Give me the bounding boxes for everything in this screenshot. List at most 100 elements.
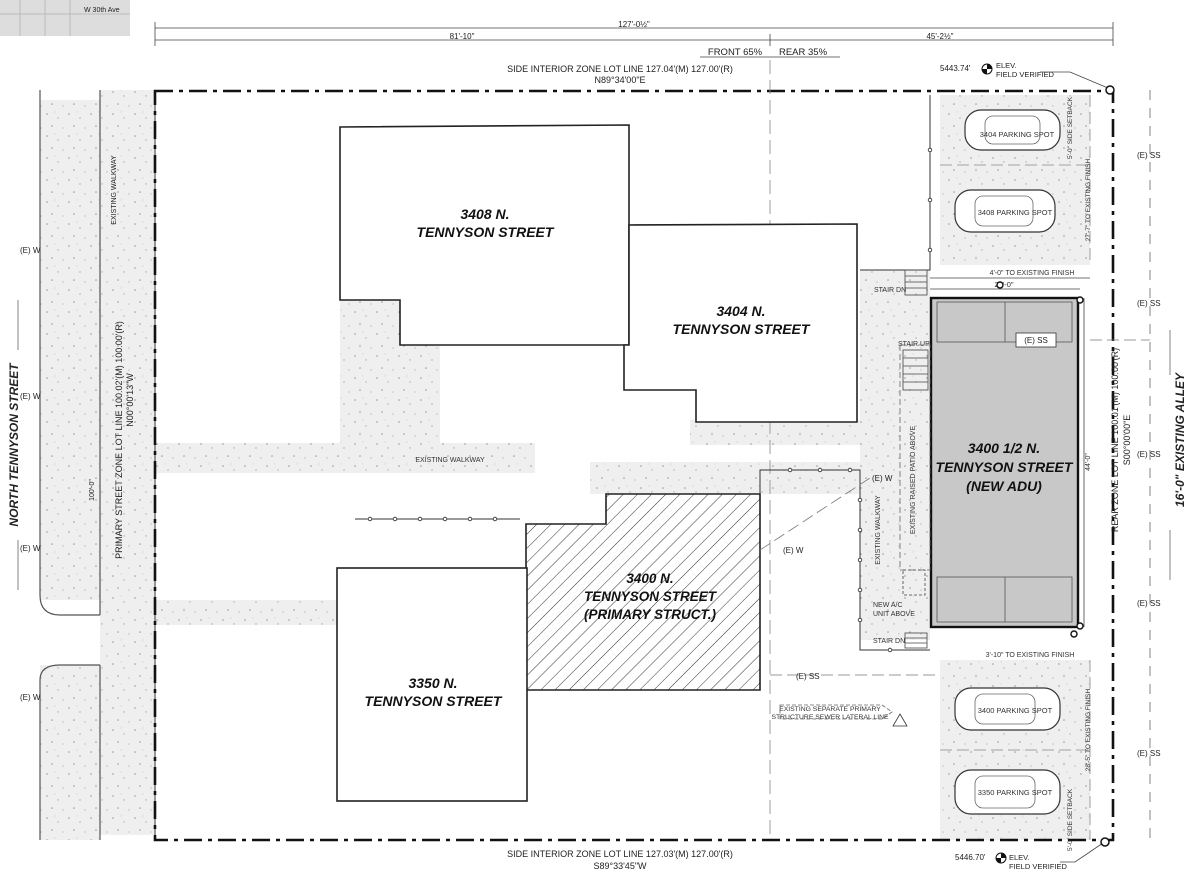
rear-percent: REAR 35% — [779, 47, 828, 58]
elev-top-value: 5443.74' — [940, 64, 971, 73]
label-3400-line1: 3400 N. — [626, 571, 673, 586]
water-label: (E) W — [20, 392, 41, 401]
car-3350 — [954, 769, 1061, 815]
front-percent: FRONT 65% — [708, 47, 763, 58]
building-3404 — [623, 223, 858, 423]
label-3408-line1: 3408 N. — [460, 206, 509, 222]
parking-3350-label: 3350 PARKING SPOT — [978, 788, 1053, 797]
label-3350-line2: TENNYSON STREET — [365, 693, 503, 709]
alley-label: 16'-0" EXISTING ALLEY — [1173, 372, 1187, 507]
car-3404 — [964, 109, 1061, 151]
setback-top: 5'-0" SIDE SETBACK — [1067, 96, 1074, 159]
parking-3404-label: 3404 PARKING SPOT — [980, 130, 1055, 139]
building-adu — [929, 296, 1080, 629]
right-alley-arrows — [1149, 90, 1171, 840]
label-3350-line1: 3350 N. — [408, 675, 457, 691]
label-3404-line2: TENNYSON STREET — [673, 321, 811, 337]
ac-label2: UNIT ABOVE — [873, 611, 915, 618]
adu-interior-lines — [936, 301, 1073, 623]
elev-top-label2: FIELD VERIFIED — [996, 70, 1055, 79]
label-adu-line3: (NEW ADU) — [966, 478, 1042, 494]
dim-adu-width: 20'-0" — [994, 280, 1013, 289]
property-line — [153, 89, 1115, 842]
sewer-callout-line2: STRUCTURE SEWER LATERAL LINE — [771, 714, 889, 721]
elevation-marker-bottom: 5446.70' ELEV. FIELD VERIFIED — [955, 837, 1110, 871]
right-lot-bearing: S00°00'00"E — [1122, 415, 1132, 466]
adu-corner-markers — [996, 281, 1084, 638]
to-finish-bottom: 3'-10" TO EXISTING FINISH — [986, 652, 1075, 659]
sewer-label: (E) SS — [1137, 749, 1161, 758]
dim-lot-depth: 100'-0" — [89, 479, 96, 501]
fence-posts — [367, 147, 933, 653]
sewer-label: (E) SS — [1137, 599, 1161, 608]
sewer-label: (E) SS — [1137, 151, 1161, 160]
label-3400-line3: (PRIMARY STRUCT.) — [584, 607, 717, 622]
right-lot-line-label: REAR ZONE LOT LINE 100.01'(M) 100.00'(R) — [1110, 348, 1120, 532]
bottom-lot-line-label: SIDE INTERIOR ZONE LOT LINE 127.03'(M) 1… — [507, 849, 733, 859]
sewer-label: (E) SS — [1137, 450, 1161, 459]
patio-label: EXISTING RAISED PATIO ABOVE — [910, 426, 917, 535]
stair-dn-top: STAIR DN — [874, 287, 906, 294]
label-3404-line1: 3404 N. — [716, 303, 765, 319]
utility-lines — [759, 339, 1150, 676]
bottom-lot-bearing: S89°33'45"W — [593, 861, 647, 871]
stair-up: STAIR UP — [898, 341, 930, 348]
car-3400 — [954, 687, 1061, 731]
top-lot-bearing: N89°34'00"E — [594, 75, 645, 85]
sewer-callout-line1: EXISTING SEPARATE PRIMARY — [779, 706, 881, 713]
sewer-label: (E) SS — [1137, 299, 1161, 308]
dim-front-depth: 81'-10" — [450, 32, 475, 41]
label-3408-line2: TENNYSON STREET — [417, 224, 555, 240]
parking-3408-label: 3408 PARKING SPOT — [978, 208, 1053, 217]
car-3408 — [954, 189, 1056, 233]
sewer-labels-right: (E) SS (E) SS (E) SS (E) SS (E) SS — [1137, 151, 1161, 758]
label-adu-line2: TENNYSON STREET — [936, 459, 1074, 475]
water-label: (E) W — [20, 544, 41, 553]
stairs-up — [902, 349, 929, 391]
warning-icon — [892, 713, 908, 727]
building-3350 — [336, 567, 528, 802]
elev-bottom-label1: ELEV. — [1009, 853, 1030, 862]
setback-bottom: 5'-0" SIDE SETBACK — [1067, 788, 1074, 851]
finish-upper: 27'-7" TO EXISTING FINISH — [1085, 158, 1092, 241]
ess-box — [1015, 332, 1057, 348]
finish-lower: 28'-5" TO EXISTING FINISH — [1085, 688, 1092, 771]
dim-adu-depth: 44'-0" — [1085, 453, 1092, 471]
parking-3400-label: 3400 PARKING SPOT — [978, 706, 1053, 715]
water-lines-left: (E) W (E) W (E) W (E) W — [20, 246, 41, 702]
water-label-mid: (E) W — [783, 546, 804, 555]
existing-walkway-h: EXISTING WALKWAY — [415, 457, 485, 464]
to-finish-top: 4'-0" TO EXISTING FINISH — [990, 270, 1075, 277]
dim-overall: 127'-0½" — [618, 20, 650, 29]
elevation-marker-top: 5443.74' ELEV. FIELD VERIFIED — [940, 61, 1115, 95]
ac-label1: NEW A/C — [873, 602, 903, 609]
map-street-label: W 30th Ave — [84, 7, 120, 14]
map-inset: W 30th Ave — [0, 0, 130, 36]
stair-dn-bottom: STAIR DN — [873, 638, 905, 645]
ac-unit — [902, 569, 926, 596]
parking-dividers — [940, 95, 1091, 840]
building-3408 — [339, 124, 630, 346]
sewer-callout-box — [779, 704, 893, 720]
top-lot-line-label: SIDE INTERIOR ZONE LOT LINE 127.04'(M) 1… — [507, 64, 733, 74]
north-tennyson-label: NORTH TENNYSON STREET — [7, 362, 21, 527]
label-adu-line1: 3400 1/2 N. — [968, 440, 1040, 456]
stairs-bottom — [904, 632, 928, 649]
dim-rear-depth: 45'-2½" — [926, 32, 953, 41]
elev-bottom-value: 5446.70' — [955, 853, 986, 862]
stairs-top — [904, 269, 928, 296]
existing-walkway-left: EXISTING WALKWAY — [111, 155, 118, 225]
water-label-walkway: (E) W — [872, 474, 893, 483]
sewer-label-mid: (E) SS — [796, 672, 820, 681]
adu-sewer-label: (E) SS — [1024, 336, 1048, 345]
label-3400-line2: TENNYSON STREET — [584, 589, 718, 604]
water-label: (E) W — [20, 246, 41, 255]
left-lot-bearing: N00°00'13"W — [125, 373, 135, 427]
elev-top-label1: ELEV. — [996, 61, 1017, 70]
existing-walkway-v: EXISTING WALKWAY — [875, 495, 882, 565]
top-dimensions — [154, 22, 1114, 58]
water-label: (E) W — [20, 693, 41, 702]
adu-dimension-lines — [930, 277, 1090, 627]
fence-line — [355, 95, 931, 651]
